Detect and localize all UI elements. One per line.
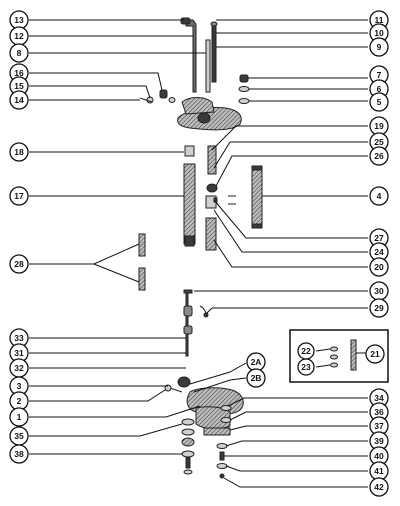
callout-29: 29 (369, 298, 389, 318)
svg-text:12: 12 (14, 31, 24, 41)
callout-41: 41 (369, 461, 389, 481)
svg-text:22: 22 (301, 346, 311, 356)
svg-text:42: 42 (374, 482, 384, 492)
shift-rod-lower (183, 289, 209, 357)
threaded-rod-right (228, 165, 263, 229)
svg-text:21: 21 (370, 349, 380, 359)
callout-5: 5 (369, 92, 389, 112)
callout-23: 23 (297, 358, 315, 376)
callout-17: 17 (9, 186, 29, 206)
svg-text:29: 29 (374, 303, 384, 313)
svg-text:2B: 2B (251, 373, 262, 383)
svg-text:15: 15 (14, 81, 24, 91)
svg-text:24: 24 (374, 247, 384, 257)
callout-2B: 2B (246, 368, 266, 388)
svg-text:3: 3 (17, 381, 22, 391)
callout-32: 32 (9, 358, 29, 378)
shift-shaft (183, 145, 196, 247)
shift-lever-upper (177, 97, 242, 131)
svg-text:37: 37 (374, 421, 384, 431)
callout-2: 2 (9, 391, 29, 411)
callout-28: 28 (9, 254, 29, 274)
svg-text:26: 26 (374, 151, 384, 161)
svg-text:20: 20 (374, 262, 384, 272)
svg-text:36: 36 (374, 407, 384, 417)
callout-36: 36 (369, 402, 389, 422)
callout-4: 4 (369, 186, 389, 206)
callout-1: 1 (9, 407, 29, 427)
callout-8: 8 (9, 43, 29, 63)
shift-rod-upper (180, 17, 218, 93)
svg-text:5: 5 (377, 97, 382, 107)
svg-text:17: 17 (14, 191, 24, 201)
leader-lines (29, 19, 368, 488)
pivot-bushings (181, 418, 195, 475)
callout-42: 42 (369, 477, 389, 497)
svg-text:31: 31 (14, 348, 24, 358)
svg-text:16: 16 (14, 68, 24, 78)
svg-text:25: 25 (374, 137, 384, 147)
shift-shaft-coupler (205, 145, 218, 251)
callout-26: 26 (369, 146, 389, 166)
shift-lever-lower (164, 376, 244, 430)
callout-38: 38 (9, 444, 29, 464)
svg-text:35: 35 (14, 431, 24, 441)
callout-9: 9 (369, 37, 389, 57)
callout-13: 13 (9, 10, 29, 30)
svg-text:41: 41 (374, 466, 384, 476)
callout-20: 20 (369, 257, 389, 277)
callout-2A: 2A (246, 352, 266, 372)
svg-text:10: 10 (374, 28, 384, 38)
svg-text:40: 40 (374, 451, 384, 461)
callout-14: 14 (9, 90, 29, 110)
svg-text:32: 32 (14, 363, 24, 373)
callout-19: 19 (369, 116, 389, 136)
svg-text:33: 33 (14, 333, 24, 343)
svg-text:28: 28 (14, 259, 24, 269)
svg-text:27: 27 (374, 233, 384, 243)
svg-text:4: 4 (377, 191, 382, 201)
threaded-pins-left (138, 233, 146, 291)
svg-text:9: 9 (377, 42, 382, 52)
svg-text:19: 19 (374, 121, 384, 131)
callout-30: 30 (369, 281, 389, 301)
svg-text:2: 2 (17, 396, 22, 406)
svg-text:38: 38 (14, 449, 24, 459)
svg-text:34: 34 (374, 393, 384, 403)
svg-text:39: 39 (374, 436, 384, 446)
svg-text:23: 23 (301, 362, 311, 372)
svg-text:13: 13 (14, 15, 24, 25)
svg-text:30: 30 (374, 286, 384, 296)
callout-35: 35 (9, 426, 29, 446)
svg-text:7: 7 (377, 70, 382, 80)
callout-12: 12 (9, 26, 29, 46)
callout-21: 21 (365, 344, 385, 364)
callout-18: 18 (9, 142, 29, 162)
svg-text:2A: 2A (251, 357, 262, 367)
svg-text:11: 11 (375, 15, 384, 25)
small-hardware-top (139, 74, 250, 104)
svg-text:6: 6 (377, 84, 382, 94)
svg-text:18: 18 (14, 147, 24, 157)
svg-text:1: 1 (17, 412, 22, 422)
svg-text:14: 14 (14, 95, 24, 105)
svg-text:8: 8 (17, 48, 22, 58)
callout-22: 22 (297, 342, 315, 360)
callout-10: 10 (369, 23, 389, 43)
